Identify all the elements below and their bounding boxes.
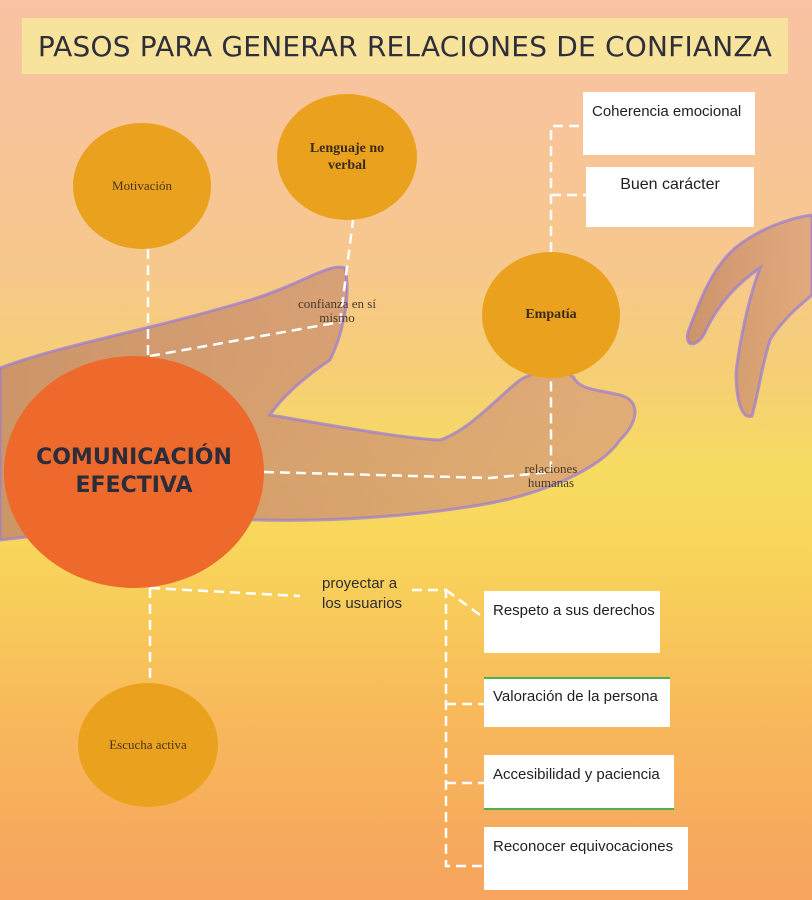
box-coherencia-emocional: Coherencia emocional — [583, 92, 755, 155]
label-proyectar-a-los-usuarios: proyectar a los usuarios — [322, 574, 432, 614]
box-reconocer-equivocaciones: Reconocer equivocaciones — [484, 827, 688, 890]
box-valoracion-persona: Valoración de la persona — [484, 677, 670, 727]
node-lenguaje-no-verbal: Lenguaje no verbal — [277, 94, 417, 220]
center-node-line1: COMUNICACIÓN — [36, 445, 232, 470]
label-relaciones-line2: humanas — [527, 475, 575, 490]
center-node-line2: EFECTIVA — [75, 473, 193, 498]
node-escucha-activa: Escucha activa — [78, 683, 218, 807]
label-confianza-line1: confianza en sí — [298, 296, 376, 311]
center-node-comunicacion-efectiva: COMUNICACIÓN EFECTIVA — [4, 356, 264, 588]
label-relaciones-humanas: relaciones humanas — [494, 462, 608, 490]
center-node-label: COMUNICACIÓN EFECTIVA — [36, 444, 232, 500]
box-accesibilidad-paciencia: Accesibilidad y paciencia — [484, 755, 674, 810]
title-banner: PASOS PARA GENERAR RELACIONES DE CONFIAN… — [22, 18, 788, 74]
node-empatia-label: Empatía — [525, 307, 577, 322]
node-lenguaje-line1: Lenguaje no — [309, 141, 385, 156]
box-buen-caracter: Buen carácter — [586, 167, 754, 227]
node-lenguaje-label: Lenguaje no verbal — [310, 140, 384, 174]
box-respeto-derechos: Respeto a sus derechos — [484, 591, 660, 653]
label-relaciones-line1: relaciones — [524, 461, 578, 476]
label-proyectar-line1: proyectar a — [322, 575, 398, 592]
right-hand-shape — [685, 213, 812, 418]
node-empatia: Empatía — [482, 252, 620, 378]
node-motivacion-label: Motivación — [112, 178, 172, 193]
node-lenguaje-line2: verbal — [327, 158, 367, 173]
label-proyectar-line2: los usuarios — [322, 595, 403, 612]
page-title: PASOS PARA GENERAR RELACIONES DE CONFIAN… — [37, 29, 773, 63]
node-escucha-label: Escucha activa — [109, 737, 187, 752]
node-motivacion: Motivación — [73, 123, 211, 249]
label-confianza-line2: mismo — [319, 310, 355, 325]
label-confianza-en-si-mismo: confianza en sí mismo — [276, 297, 398, 325]
